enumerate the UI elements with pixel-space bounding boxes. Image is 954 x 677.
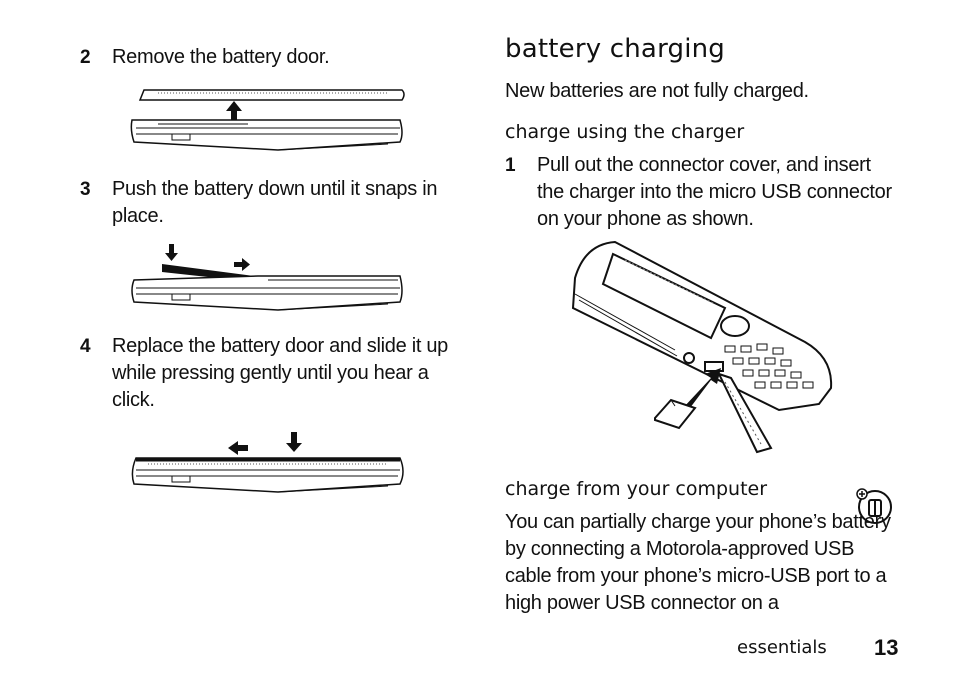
subheading-charger: charge using the charger [505,121,745,143]
step-text: Push the battery down until it snaps in … [112,178,438,227]
step-number: 3 [80,179,91,200]
insert-battery-illustration [131,244,403,311]
step-number: 4 [80,336,91,357]
phone-charger-illustration [571,240,833,454]
subheading-computer: charge from your computer [505,478,768,500]
page-number: 13 [874,635,899,660]
footer-section: essentials [737,637,827,658]
section-title: battery charging [505,34,726,64]
remove-battery-door-illustration [130,89,405,151]
replace-battery-door-illustration [131,432,404,493]
computer-text: You can partially charge your phone’s ba… [505,511,891,614]
step-text: Remove the battery door. [112,46,330,68]
step-text: Pull out the connector cover, and insert… [537,154,892,230]
intro-text: New batteries are not fully charged. [505,80,809,102]
step-number: 1 [505,155,516,176]
step-text: Replace the battery door and slide it up… [112,335,448,411]
step-number: 2 [80,47,91,68]
feature-availability-icon [856,488,892,524]
